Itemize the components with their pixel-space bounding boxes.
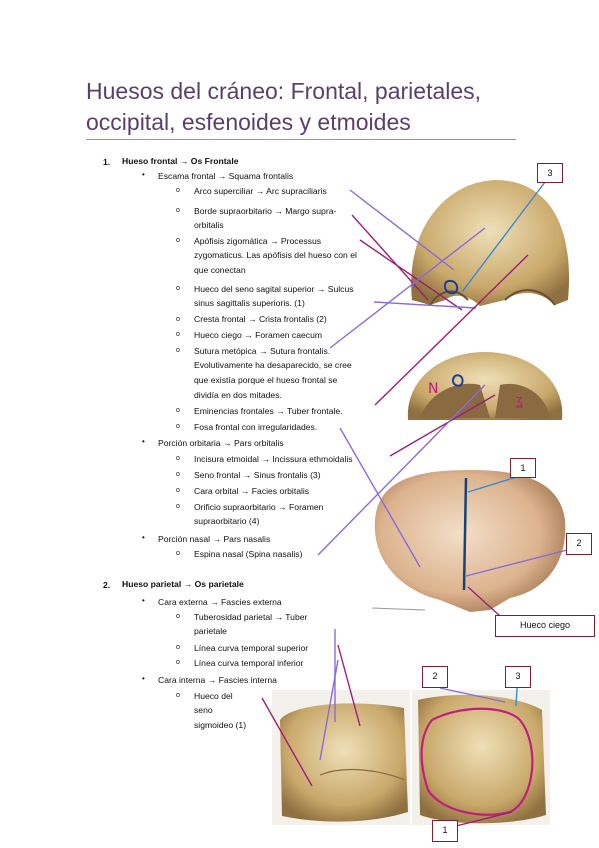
list-item-nasal: Porción nasal → Pars nasalis <box>158 534 271 544</box>
bullet-dot: • <box>142 437 145 446</box>
frontal-bone-sinus-image: N ʓ <box>407 352 563 420</box>
list-item: Borde supraorbitario → Margo supra- <box>194 206 337 216</box>
list-item: Apófisis zigomática → Processus <box>194 236 322 246</box>
list-item-cont: parietale <box>194 626 227 636</box>
list-item-cont: que conectan <box>194 265 246 275</box>
parietal-bone-external-image <box>272 690 410 825</box>
list-item-interna: Cara interna → Fascies interna <box>158 675 277 685</box>
bullet-dot: • <box>142 674 145 683</box>
bullet-dot: • <box>142 533 145 542</box>
title-line-1: Huesos del cráneo: Frontal, parietales, <box>86 78 482 104</box>
list-item-orbitaria: Porción orbitaria → Pars orbitalis <box>158 438 284 448</box>
list-item: Hueco del <box>194 691 233 701</box>
list-item-cont: que existía porque el hueso frontal se <box>194 375 338 385</box>
svg-text:N: N <box>428 381 438 397</box>
list-item-cont: dividía en dos mitades. <box>194 390 282 400</box>
section-number: 2. <box>103 580 111 590</box>
list-item: Cresta frontal → Crista frontalis (2) <box>194 314 327 324</box>
label-1-parietal: 1 <box>432 820 458 842</box>
list-item: Incisura etmoidal → Incissura ethmoidali… <box>194 454 353 464</box>
label-2-parietal: 2 <box>422 666 448 688</box>
list-item-cont: Evolutivamente ha desaparecido, se cree <box>194 360 352 370</box>
label-hueco-ciego: Hueco ciego <box>495 615 595 637</box>
list-item: Orificio supraorbitario → Foramen <box>194 502 324 512</box>
label-3-frontal: 3 <box>537 163 563 183</box>
bullet-dot: • <box>142 170 145 179</box>
list-item: Seno frontal → Sinus frontalis (3) <box>194 470 321 480</box>
list-item: Línea curva temporal inferior <box>194 658 304 668</box>
list-item-externa: Cara externa → Fascies externa <box>158 597 282 607</box>
list-item-cont: supraorbitario (4) <box>194 516 260 526</box>
list-item: Línea curva temporal superior <box>194 643 309 653</box>
section-number: 1. <box>103 157 111 167</box>
annotation-arrows <box>261 181 576 827</box>
frontal-bone-anterior-image <box>411 180 570 306</box>
list-item: Fosa frontal con irregularidades. <box>194 422 318 432</box>
title-underline <box>86 139 516 140</box>
list-item: Arco superciliar → Arc supraciliaris <box>194 186 327 196</box>
list-item-cont: seno <box>194 705 213 715</box>
section-heading-frontal: Hueso frontal → Os Frontale <box>122 156 239 166</box>
list-item: Sutura metópica → Sutura frontalis. <box>194 346 331 356</box>
label-3-parietal: 3 <box>505 666 531 688</box>
section-heading-parietal: Hueso parietal → Os parietale <box>122 579 244 589</box>
list-item-cont: zygomaticus. Las apófisis del hueso con … <box>194 250 357 260</box>
label-2-frontal: 2 <box>566 533 592 555</box>
parietal-bone-internal-image <box>412 690 550 825</box>
label-1-frontal: 1 <box>510 458 536 478</box>
frontal-bone-internal-image <box>371 470 566 612</box>
list-item: Hueco ciego → Foramen caecum <box>194 330 323 340</box>
list-item: Cara orbital → Facies orbitalis <box>194 486 310 496</box>
list-item-cont: sinus sagittalis superioris. (1) <box>194 298 305 308</box>
list-item: Tuberosidad parietal → Tuber <box>194 612 308 622</box>
svg-text:ʓ: ʓ <box>515 393 523 409</box>
list-item-cont: orbitalis <box>194 220 224 230</box>
page-title: Huesos del cráneo: Frontal, parietales, … <box>86 76 526 138</box>
list-item: Eminencias frontales → Tuber frontale. <box>194 406 343 416</box>
list-item-escama: Escama frontal → Squama frontalis <box>158 171 294 181</box>
list-item: Espina nasal (Spina nasalis) <box>194 549 303 559</box>
bullet-dot: • <box>142 596 145 605</box>
title-line-2: occipital, esfenoides y etmoides <box>86 109 411 135</box>
list-item: Hueco del seno sagital superior → Sulcus <box>194 284 354 294</box>
list-item-cont: sigmoideo (1) <box>194 720 247 730</box>
